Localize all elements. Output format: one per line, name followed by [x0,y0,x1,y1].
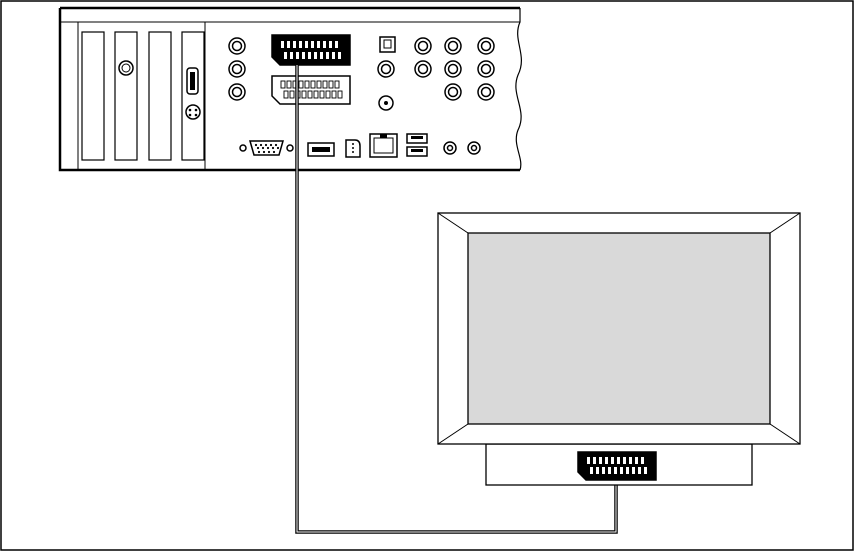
audio-jacks-left [228,37,246,101]
tv-screen [467,232,771,425]
scart-connector-icon [271,34,351,66]
optical-audio-port-icon [379,36,396,53]
antenna-port-icon [378,95,394,111]
hdmi-port-icon [307,142,335,157]
scart-port-secondary-icon [271,75,351,105]
rca-jacks-grid [377,37,495,101]
vga-connector-icon [239,140,294,156]
pc-rear-panel [58,6,523,172]
svideo-port-icon [185,104,201,120]
firewire-port-icon [345,139,361,158]
usb-port-icon [406,133,428,157]
audio-jacks-bottom [443,141,481,155]
ethernet-port-icon [369,133,398,158]
audio-jack-icon [118,60,134,76]
scart-connector-icon [577,451,657,481]
tv-set [437,212,801,486]
